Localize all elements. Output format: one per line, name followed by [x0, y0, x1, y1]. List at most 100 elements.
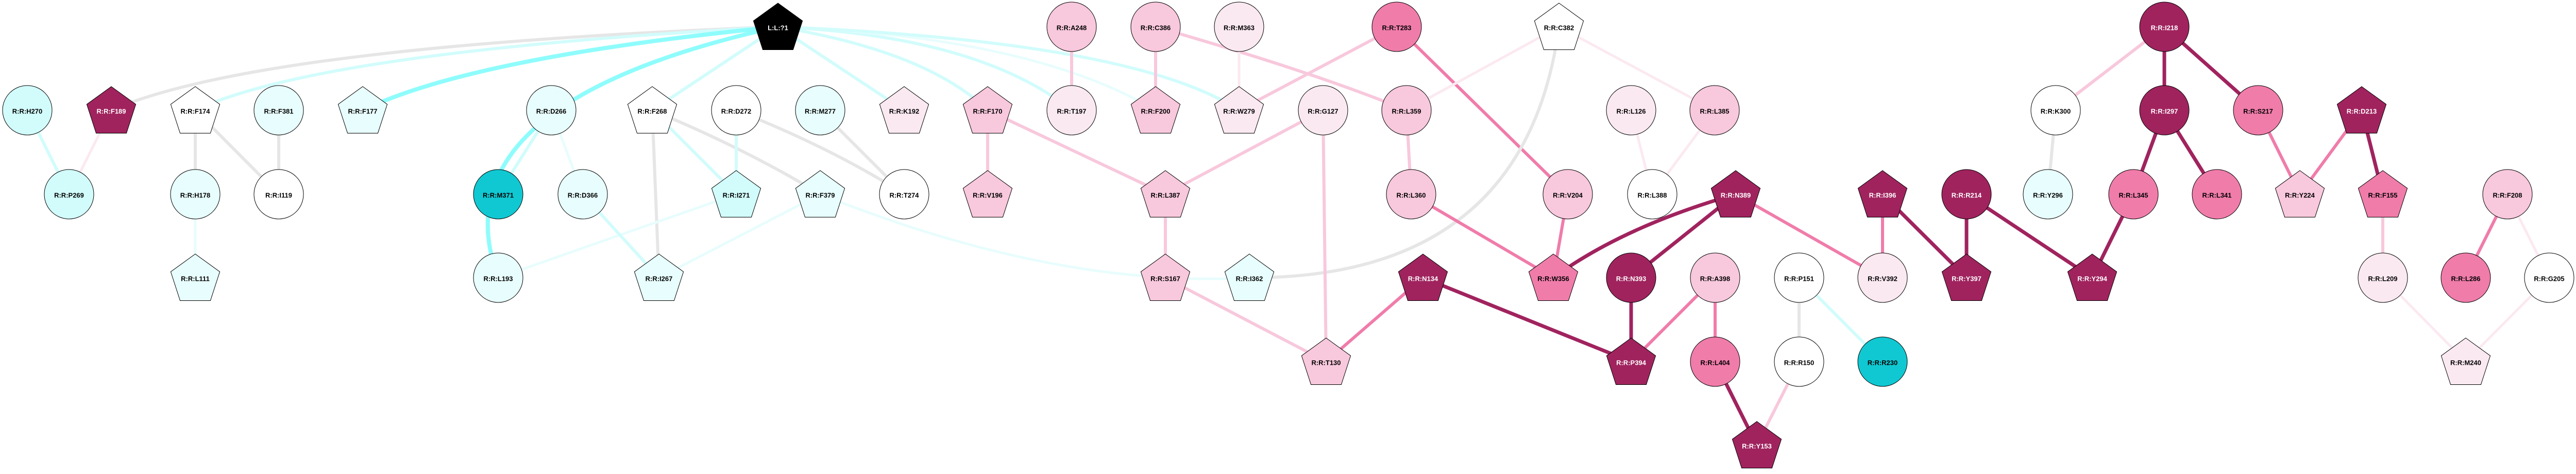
node-label: R:R:L387	[1150, 192, 1180, 199]
node-l1[interactable]: L:L:?1	[753, 3, 803, 50]
edge-c382-i362	[1249, 26, 1561, 280]
node-i267[interactable]: R:R:I267	[634, 253, 684, 301]
node-p269[interactable]: R:R:P269	[44, 169, 94, 219]
node-f155[interactable]: R:R:F155	[2358, 170, 2408, 217]
node-label: R:R:S167	[1150, 275, 1180, 283]
node-y224[interactable]: R:R:Y224	[2275, 170, 2325, 217]
node-w279[interactable]: R:R:W279	[1214, 86, 1264, 133]
node-y296[interactable]: R:R:Y296	[2023, 169, 2073, 219]
node-l111[interactable]: R:R:L111	[170, 253, 221, 301]
node-r214[interactable]: R:R:R214	[1941, 169, 1992, 219]
node-label: R:R:F174	[180, 108, 210, 115]
node-d266[interactable]: R:R:D266	[526, 85, 577, 136]
node-d272[interactable]: R:R:D272	[711, 85, 761, 136]
node-f381[interactable]: R:R:F381	[253, 85, 304, 136]
edge-n134-p394	[1422, 276, 1632, 364]
circle-node-shape	[1298, 85, 1348, 136]
node-l404[interactable]: R:R:L404	[1690, 336, 1740, 387]
node-label: R:R:F170	[973, 108, 1002, 115]
node-label: R:R:F381	[264, 108, 293, 115]
node-l385[interactable]: R:R:L385	[1689, 85, 1740, 136]
node-g205[interactable]: R:R:G205	[2524, 252, 2574, 303]
node-l388[interactable]: R:R:L388	[1627, 169, 1677, 219]
node-y153[interactable]: R:R:Y153	[1732, 421, 1782, 468]
node-label: R:R:G205	[2534, 275, 2564, 283]
node-f177[interactable]: R:R:F177	[337, 86, 388, 133]
circle-node-shape	[1774, 252, 1824, 303]
node-label: R:R:N393	[1616, 275, 1647, 283]
edge-t283-w279	[1238, 25, 1398, 112]
edge-i271-l193	[498, 193, 737, 279]
node-y294[interactable]: R:R:Y294	[2067, 253, 2117, 301]
node-r230[interactable]: R:R:R230	[1857, 336, 1908, 387]
node-h270[interactable]: R:R:H270	[2, 85, 53, 136]
node-l209[interactable]: R:R:L209	[2358, 252, 2408, 303]
node-i297[interactable]: R:R:I297	[2139, 85, 2190, 136]
node-i362[interactable]: R:R:I362	[1224, 253, 1275, 301]
node-p394[interactable]: R:R:P394	[1606, 337, 1656, 385]
node-l345[interactable]: R:R:L345	[2108, 169, 2159, 219]
node-label: R:R:L209	[2368, 275, 2397, 283]
node-v196[interactable]: R:R:V196	[962, 170, 1013, 217]
node-w356[interactable]: R:R:W356	[1528, 253, 1579, 301]
node-d366[interactable]: R:R:D366	[557, 169, 608, 219]
node-v204[interactable]: R:R:V204	[1543, 169, 1593, 219]
node-label: R:R:F200	[1141, 108, 1170, 115]
node-s167[interactable]: R:R:S167	[1140, 253, 1191, 301]
node-a248[interactable]: R:R:A248	[1046, 2, 1097, 52]
node-s217[interactable]: R:R:S217	[2233, 85, 2283, 136]
node-r150[interactable]: R:R:R150	[1774, 336, 1824, 387]
node-m371[interactable]: R:R:M371	[473, 169, 523, 219]
node-m363[interactable]: R:R:M363	[1214, 2, 1264, 52]
node-g127[interactable]: R:R:G127	[1298, 85, 1348, 136]
node-i396[interactable]: R:R:I396	[1857, 170, 1908, 217]
node-c382[interactable]: R:R:C382	[1534, 3, 1584, 50]
node-a398[interactable]: R:R:A398	[1690, 252, 1740, 303]
node-p151[interactable]: R:R:P151	[1774, 252, 1824, 303]
node-i218[interactable]: R:R:I218	[2139, 2, 2190, 52]
node-m277[interactable]: R:R:M277	[795, 85, 845, 136]
node-t274[interactable]: R:R:T274	[879, 169, 929, 219]
node-m240[interactable]: R:R:M240	[2441, 337, 2491, 385]
edge-l1-f174	[194, 25, 778, 112]
node-t197[interactable]: R:R:T197	[1046, 85, 1097, 136]
node-label: R:R:I297	[2151, 108, 2178, 115]
node-t130[interactable]: R:R:T130	[1301, 337, 1351, 385]
node-k192[interactable]: R:R:K192	[879, 86, 929, 133]
node-label: R:R:M240	[2450, 359, 2481, 367]
node-f174[interactable]: R:R:F174	[170, 86, 221, 133]
node-label: R:R:L193	[483, 275, 513, 283]
node-h178[interactable]: R:R:H178	[170, 169, 221, 219]
node-f170[interactable]: R:R:F170	[962, 86, 1013, 133]
node-l193[interactable]: R:R:L193	[473, 252, 523, 303]
node-l126[interactable]: R:R:L126	[1606, 85, 1656, 136]
node-y397[interactable]: R:R:Y397	[1941, 253, 1992, 301]
node-n134[interactable]: R:R:N134	[1398, 253, 1448, 301]
node-d213[interactable]: R:R:D213	[2336, 86, 2387, 133]
node-l359[interactable]: R:R:L359	[1381, 85, 1432, 136]
node-i271[interactable]: R:R:I271	[711, 170, 761, 217]
node-n393[interactable]: R:R:N393	[1606, 252, 1656, 303]
node-n389[interactable]: R:R:N389	[1710, 170, 1761, 217]
node-k300[interactable]: R:R:K300	[2030, 85, 2081, 136]
node-l360[interactable]: R:R:L360	[1386, 169, 1436, 219]
circle-node-shape	[473, 169, 523, 219]
node-t283[interactable]: R:R:T283	[1371, 2, 1422, 52]
node-l387[interactable]: R:R:L387	[1140, 170, 1191, 217]
node-f208[interactable]: R:R:F208	[2482, 169, 2533, 219]
node-c386[interactable]: R:R:C386	[1130, 2, 1181, 52]
node-f379[interactable]: R:R:F379	[795, 170, 845, 217]
node-label: R:R:L111	[181, 275, 210, 283]
node-i119[interactable]: R:R:I119	[253, 169, 304, 219]
node-f189[interactable]: R:R:F189	[86, 86, 137, 133]
pentagon-node-shape	[962, 170, 1013, 217]
node-f268[interactable]: R:R:F268	[627, 86, 677, 133]
node-f200[interactable]: R:R:F200	[1130, 86, 1181, 133]
node-label: R:R:F155	[2368, 192, 2397, 199]
node-label: R:R:F268	[637, 108, 667, 115]
node-label: R:R:W279	[1223, 108, 1255, 115]
node-v392[interactable]: R:R:V392	[1857, 252, 1908, 303]
node-l341[interactable]: R:R:L341	[2192, 169, 2242, 219]
node-l286[interactable]: R:R:L286	[2441, 252, 2491, 303]
edge-c382-l385	[1558, 25, 1716, 112]
